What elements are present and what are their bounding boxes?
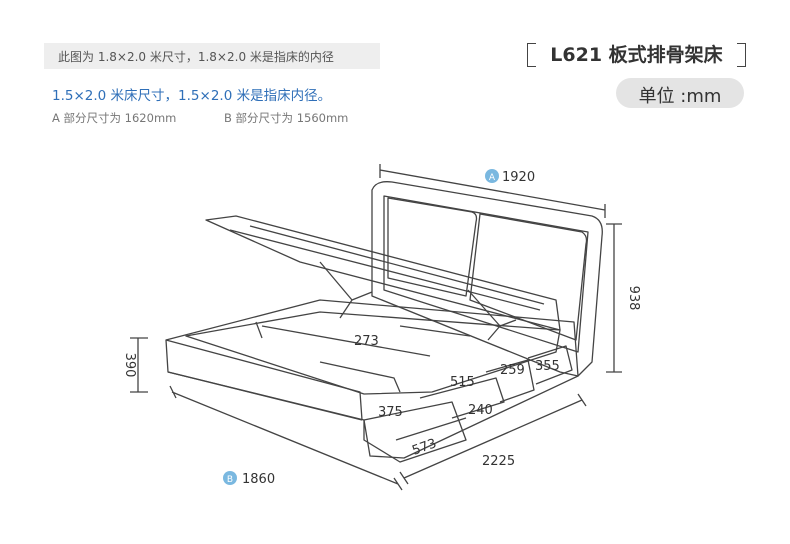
bed-size-note: 1.5×2.0 米床尺寸，1.5×2.0 米是指床内径。 — [52, 88, 332, 104]
dim-1920-line — [379, 164, 606, 218]
dim-240-label: 240 — [468, 403, 493, 418]
dim-1860-label: 1860 — [242, 472, 275, 487]
size-note-box: 此图为 1.8×2.0 米尺寸，1.8×2.0 米是指床的内径 — [44, 43, 380, 69]
side-drawer-2 — [527, 345, 573, 385]
product-title: L621 板式排骨架床 — [550, 44, 723, 66]
compartment-divider-2 — [319, 361, 401, 393]
lift-platform — [205, 215, 561, 331]
frame-top-edge — [165, 339, 363, 421]
title-bracket-right — [737, 43, 746, 67]
slat-line-1 — [229, 229, 541, 311]
part-b-size: B 部分尺寸为 1560mm — [224, 111, 349, 125]
headboard-cushion-left — [387, 197, 478, 297]
frame-outer — [165, 299, 579, 459]
dim-355-label: 355 — [535, 359, 560, 374]
drawer-large — [363, 401, 467, 463]
slat-line-2 — [249, 225, 545, 305]
dim-259-label: 259 — [500, 363, 525, 378]
frame-inner-box — [185, 311, 561, 395]
compartment-divider-3 — [399, 325, 471, 337]
frame-front-rail — [167, 371, 363, 421]
dim-938-line — [606, 223, 622, 373]
dim-2225-line — [399, 393, 587, 485]
dim-1860-line — [169, 385, 403, 491]
dim-515-label: 515 — [450, 375, 475, 390]
drawer-large-front — [395, 417, 467, 441]
dim-375-label: 375 — [378, 405, 403, 420]
headboard-outline — [371, 181, 603, 377]
dim-938-label: 938 — [626, 286, 641, 311]
dim-2225-label: 2225 — [482, 454, 515, 469]
headboard-inner — [383, 195, 589, 353]
drawer-small — [419, 377, 505, 419]
unit-badge: 单位 :mm — [616, 78, 744, 108]
title-bracket-left — [527, 43, 536, 67]
side-drawer-1 — [485, 359, 535, 403]
dim-390-line — [130, 337, 148, 393]
dim-273-label: 273 — [354, 334, 379, 349]
headboard-cushion-right — [469, 213, 588, 341]
marker-b-circle — [223, 471, 237, 485]
marker-a-letter: A — [489, 173, 496, 183]
product-title-box: L621 板式排骨架床 — [527, 37, 746, 73]
marker-b-letter: B — [227, 475, 233, 485]
part-a-size: A 部分尺寸为 1620mm — [52, 111, 177, 125]
compartment-divider-1 — [261, 325, 431, 357]
dim-1920-label: 1920 — [502, 170, 535, 185]
compartment-divider-4 — [255, 321, 263, 339]
gas-strut-right — [467, 289, 517, 341]
size-note-text: 此图为 1.8×2.0 米尺寸，1.8×2.0 米是指床的内径 — [58, 50, 334, 64]
dim-573-label: 573 — [410, 436, 438, 459]
dim-390-label: 390 — [122, 353, 137, 378]
unit-label: 单位 :mm — [638, 86, 722, 107]
marker-a-circle — [485, 169, 499, 183]
gas-strut-left — [319, 261, 373, 319]
